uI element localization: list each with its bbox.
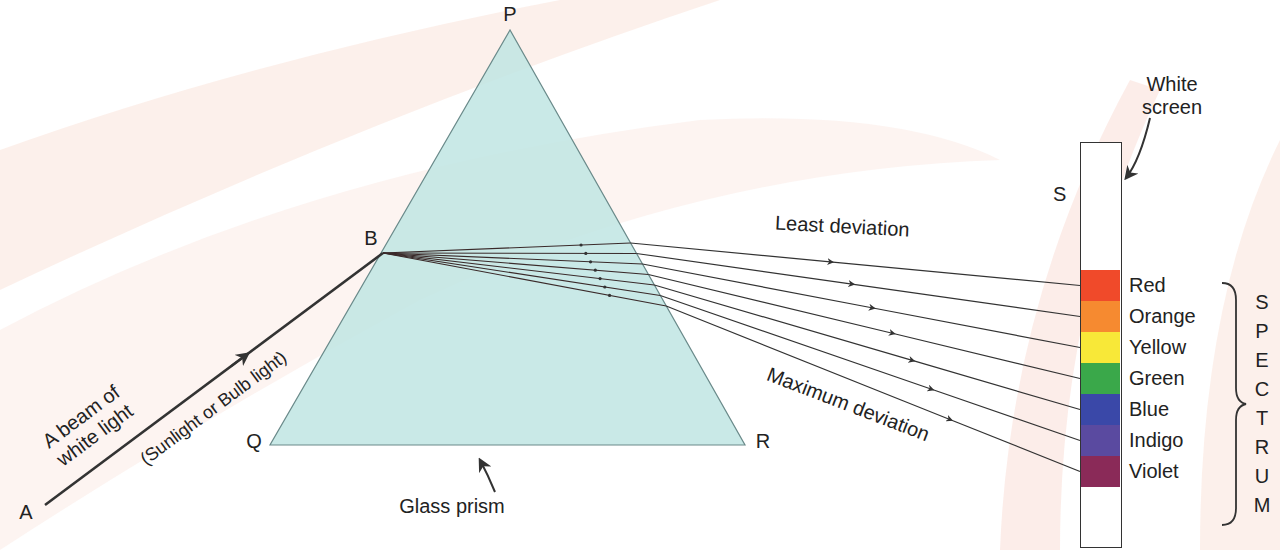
refracted-ray xyxy=(383,253,666,306)
spectrum-label: SPECTRUM xyxy=(1252,288,1272,520)
emergent-ray xyxy=(648,275,1080,379)
colour-name: Red xyxy=(1129,274,1166,297)
ray-dot xyxy=(589,260,592,263)
incident-ray xyxy=(45,253,383,505)
emergent-ray xyxy=(642,264,1080,348)
vertex-label: Q xyxy=(246,430,262,453)
ray-dot xyxy=(579,243,582,246)
spectrum-band: Blue xyxy=(1081,394,1120,425)
spectrum-band: Red xyxy=(1081,270,1120,301)
spectrum-band: Orange xyxy=(1081,301,1120,332)
emergent-ray xyxy=(666,306,1080,472)
deviation-label: Maximum deviation xyxy=(763,362,932,445)
colour-name: Blue xyxy=(1129,398,1169,421)
screen-letter: S xyxy=(1053,183,1066,206)
pointer-arrow xyxy=(1126,118,1150,178)
white-screen: SRedOrangeYellowGreenBlueIndigoViolet xyxy=(1080,142,1122,548)
colour-name: Yellow xyxy=(1129,336,1186,359)
part-label: Glass prism xyxy=(399,495,505,518)
point-label: A xyxy=(19,501,32,524)
vertex-label: P xyxy=(503,3,516,26)
spectrum-band: Violet xyxy=(1081,456,1120,487)
emergent-ray xyxy=(631,243,1080,286)
ray-arrow xyxy=(231,354,248,367)
glass-prism xyxy=(270,30,745,445)
pointer-arrow xyxy=(480,460,495,492)
emergent-ray xyxy=(637,254,1080,317)
ray-dot xyxy=(584,252,587,255)
spectrum-band: Yellow xyxy=(1081,332,1120,363)
spectrum-band: Green xyxy=(1081,363,1120,394)
refracted-ray xyxy=(383,243,631,253)
refracted-ray xyxy=(383,252,637,254)
ray-dot xyxy=(608,294,611,297)
refracted-ray xyxy=(383,253,660,296)
ray-dot xyxy=(598,277,601,280)
bracket xyxy=(1222,283,1246,525)
colour-name: Indigo xyxy=(1129,429,1184,452)
refracted-ray xyxy=(383,253,648,275)
light-rays xyxy=(45,243,1080,505)
colour-name: Orange xyxy=(1129,305,1196,328)
ray-dot xyxy=(603,285,606,288)
point-label: B xyxy=(364,227,377,250)
deviation-label: Least deviation xyxy=(774,211,910,241)
vertex-label: R xyxy=(756,430,770,453)
colour-name: Violet xyxy=(1129,460,1179,483)
ray-dot xyxy=(594,269,597,272)
refracted-ray xyxy=(383,253,654,285)
part-label: White screen xyxy=(1132,73,1212,119)
colour-name: Green xyxy=(1129,367,1185,390)
emergent-ray xyxy=(654,285,1080,410)
spectrum-band: Indigo xyxy=(1081,425,1120,456)
